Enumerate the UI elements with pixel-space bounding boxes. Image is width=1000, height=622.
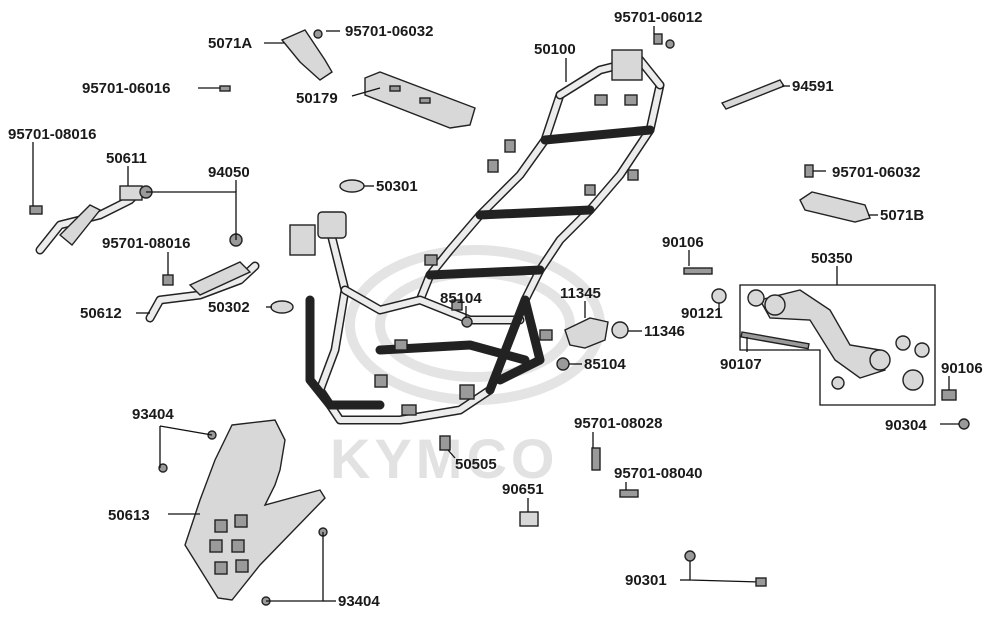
nut-90304 <box>958 418 970 430</box>
label-93404-top: 93404 <box>132 406 174 423</box>
label-85104-bottom: 85104 <box>584 356 626 373</box>
label-90121: 90121 <box>681 305 723 322</box>
label-95701-06032-right: 95701-06032 <box>832 164 920 181</box>
bolt-95701-06012 <box>653 33 663 45</box>
label-50612: 50612 <box>80 305 122 322</box>
label-90651: 90651 <box>502 481 544 498</box>
nut-85104-a <box>461 316 473 328</box>
label-90106-top: 90106 <box>662 234 704 251</box>
nut-95701-06012 <box>665 39 675 49</box>
label-5071B: 5071B <box>880 207 924 224</box>
label-11345: 11345 <box>560 285 601 302</box>
under-cover-50613 <box>184 419 326 601</box>
label-93404-bottom: 93404 <box>338 593 380 610</box>
washer-90121 <box>711 288 727 304</box>
label-90107: 90107 <box>720 356 762 373</box>
clamp-90651 <box>519 511 539 527</box>
label-50302: 50302 <box>208 299 250 316</box>
bolt-90106-b <box>941 389 957 401</box>
label-95701-06032-top: 95701-06032 <box>345 23 433 40</box>
label-90304: 90304 <box>885 417 927 434</box>
label-95701-08016-mid: 95701-08016 <box>102 235 190 252</box>
label-95701-06016: 95701-06016 <box>82 80 170 97</box>
label-90301: 90301 <box>625 572 667 589</box>
label-90106-right: 90106 <box>941 360 983 377</box>
label-50301: 50301 <box>376 178 418 195</box>
plate-50179 <box>364 71 476 129</box>
tube-11345 <box>564 317 609 349</box>
label-50613: 50613 <box>108 507 150 524</box>
shaft-90107 <box>740 331 810 350</box>
bolt-95701-08040 <box>619 489 639 498</box>
grommet-50302 <box>270 300 294 314</box>
grommet-50301 <box>339 179 365 193</box>
strip-94591 <box>720 79 786 110</box>
label-50179: 50179 <box>296 90 338 107</box>
part-labels: 5071A 95701-06032 95701-06012 50100 9570… <box>8 9 983 610</box>
label-50505: 50505 <box>455 456 497 473</box>
label-5071A: 5071A <box>208 35 252 52</box>
label-95701-08040: 95701-08040 <box>614 465 702 482</box>
label-95701-08016-left: 95701-08016 <box>8 126 96 143</box>
label-94591: 94591 <box>792 78 834 95</box>
screw-93404-a2 <box>158 463 168 473</box>
label-85104-top: 85104 <box>440 290 482 307</box>
engine-hanger-50350 <box>739 284 936 406</box>
main-frame-50100 <box>289 49 665 425</box>
clip-50505 <box>439 435 451 451</box>
label-50350: 50350 <box>811 250 853 267</box>
nut-85104-b <box>556 357 570 371</box>
label-11346: 11346 <box>644 323 685 340</box>
label-94050: 94050 <box>208 164 250 181</box>
label-95701-08028: 95701-08028 <box>574 415 662 432</box>
label-50611: 50611 <box>106 150 147 167</box>
cable-tie-90301 <box>689 560 761 583</box>
label-50100: 50100 <box>534 41 576 58</box>
bracket-5071A <box>280 29 333 81</box>
label-95701-06012: 95701-06012 <box>614 9 702 26</box>
bolt-90106-a <box>683 267 713 275</box>
bracket-50612 <box>145 261 260 323</box>
bracket-50611 <box>29 185 145 255</box>
clamp-11346 <box>611 321 629 339</box>
bolt-95701-08028 <box>591 447 601 471</box>
leader-lines <box>32 26 959 602</box>
bolt-95701-06016 <box>219 85 231 92</box>
